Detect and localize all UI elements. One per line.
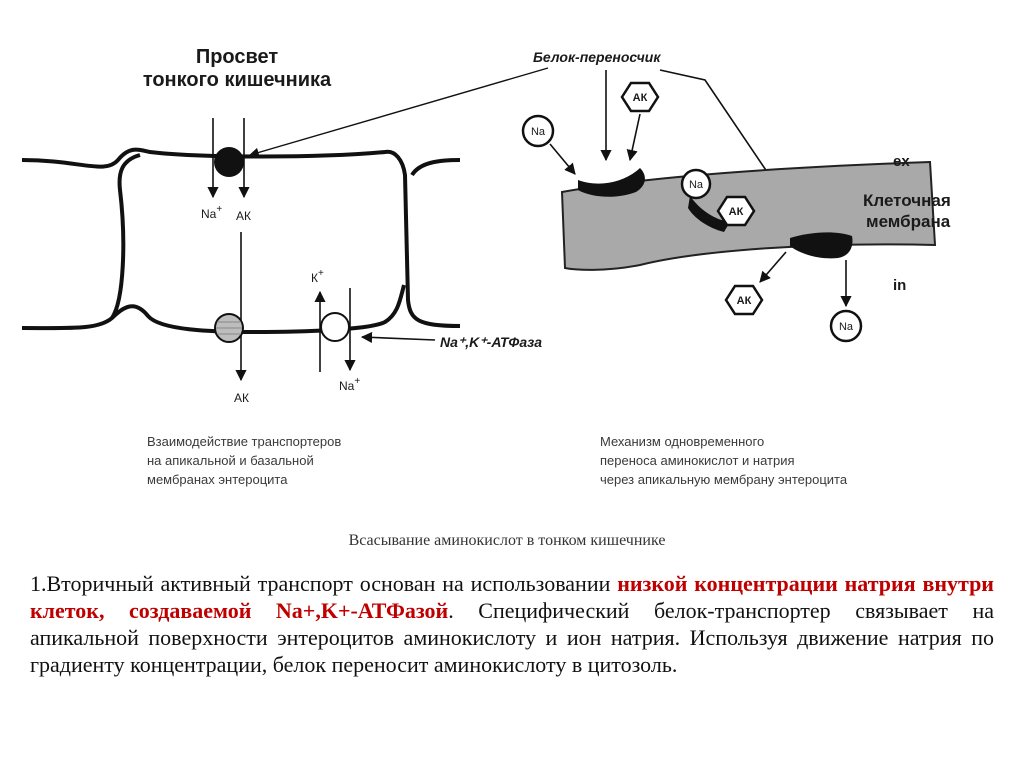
membrane-label-line1: Клеточная: [863, 191, 951, 210]
paragraph-text-1: 1.Вторичный активный транспорт основан н…: [30, 571, 618, 596]
na-ion-in: [829, 309, 863, 343]
ak-in-arrow: [759, 251, 787, 283]
na-ion-ex-label: Na: [531, 126, 546, 138]
lumen-title-line1: Просвет: [196, 46, 279, 68]
right-caption-line3: через апикальную мембрану энтероцита: [600, 472, 848, 487]
k-plus: +: [318, 268, 324, 279]
ak-hexagon-in-label: АК: [737, 295, 752, 307]
na-bottom-label: Na+: [339, 376, 360, 393]
k-label: К+: [311, 268, 324, 285]
ak-top-label: АК: [236, 209, 251, 223]
right-caption-line2: переноса аминокислот и натрия: [600, 453, 795, 468]
na-bottom-text: Na: [339, 379, 355, 393]
in-label: in: [893, 277, 906, 294]
atpase-label: Na⁺,K⁺-АТФаза: [440, 334, 542, 350]
carrier-protein-3: [790, 232, 853, 259]
na-top-text: Na: [201, 207, 217, 221]
carrier-pointer-to-cell: [249, 67, 549, 158]
left-caption-line2: на апикальной и базальной: [147, 453, 314, 468]
carrier-protein-2: [688, 196, 730, 232]
na-ion-bound: [680, 168, 712, 200]
k-text: К: [311, 271, 318, 285]
ak-hexagon-bound: [716, 195, 756, 227]
ak-hexagon-in: [724, 284, 764, 316]
na-ex-arrow: [549, 143, 576, 175]
lumen-title-line2: тонкого кишечника: [143, 69, 332, 91]
carrier-protein-label: Белок-переносчик: [533, 49, 661, 65]
left-caption-line3: мембранах энтероцита: [147, 472, 288, 487]
na-ion-ex: [521, 114, 555, 148]
ak-hexagon-ex-label: АК: [633, 92, 648, 104]
ak-ex-arrow: [626, 113, 641, 162]
na-top-label: Na+: [201, 204, 222, 221]
right-caption-line1: Механизм одновременного: [600, 434, 764, 449]
membrane-label-line2: мембрана: [866, 212, 951, 231]
na-bottom-plus: +: [354, 376, 360, 387]
figure-caption: Всасывание аминокислот в тонком кишечник…: [349, 532, 666, 549]
left-caption-line1: Взаимодействие транспортеров: [147, 434, 341, 449]
paragraph-text-2: . Специфический белок-транспортер связыв…: [30, 598, 994, 677]
paragraph-highlight: низкой концентрации натрия внутри клеток…: [30, 571, 994, 623]
na-ion-bound-label: Na: [689, 179, 704, 191]
ak-hexagon-bound-label: АК: [729, 206, 744, 218]
na-top-plus: +: [216, 204, 222, 215]
ak-bottom-label: АК: [234, 391, 249, 405]
atpase-pointer-arrow: [360, 331, 436, 344]
apical-transporter: [214, 147, 244, 177]
na-k-atpase-pump: [320, 312, 350, 342]
ak-hexagon-ex: [620, 81, 660, 113]
explanation-paragraph: 1.Вторичный активный транспорт основан н…: [30, 570, 994, 678]
na-ion-in-label: Na: [839, 321, 854, 333]
ex-label: ex: [893, 153, 910, 170]
carrier-protein-1: [578, 168, 645, 197]
